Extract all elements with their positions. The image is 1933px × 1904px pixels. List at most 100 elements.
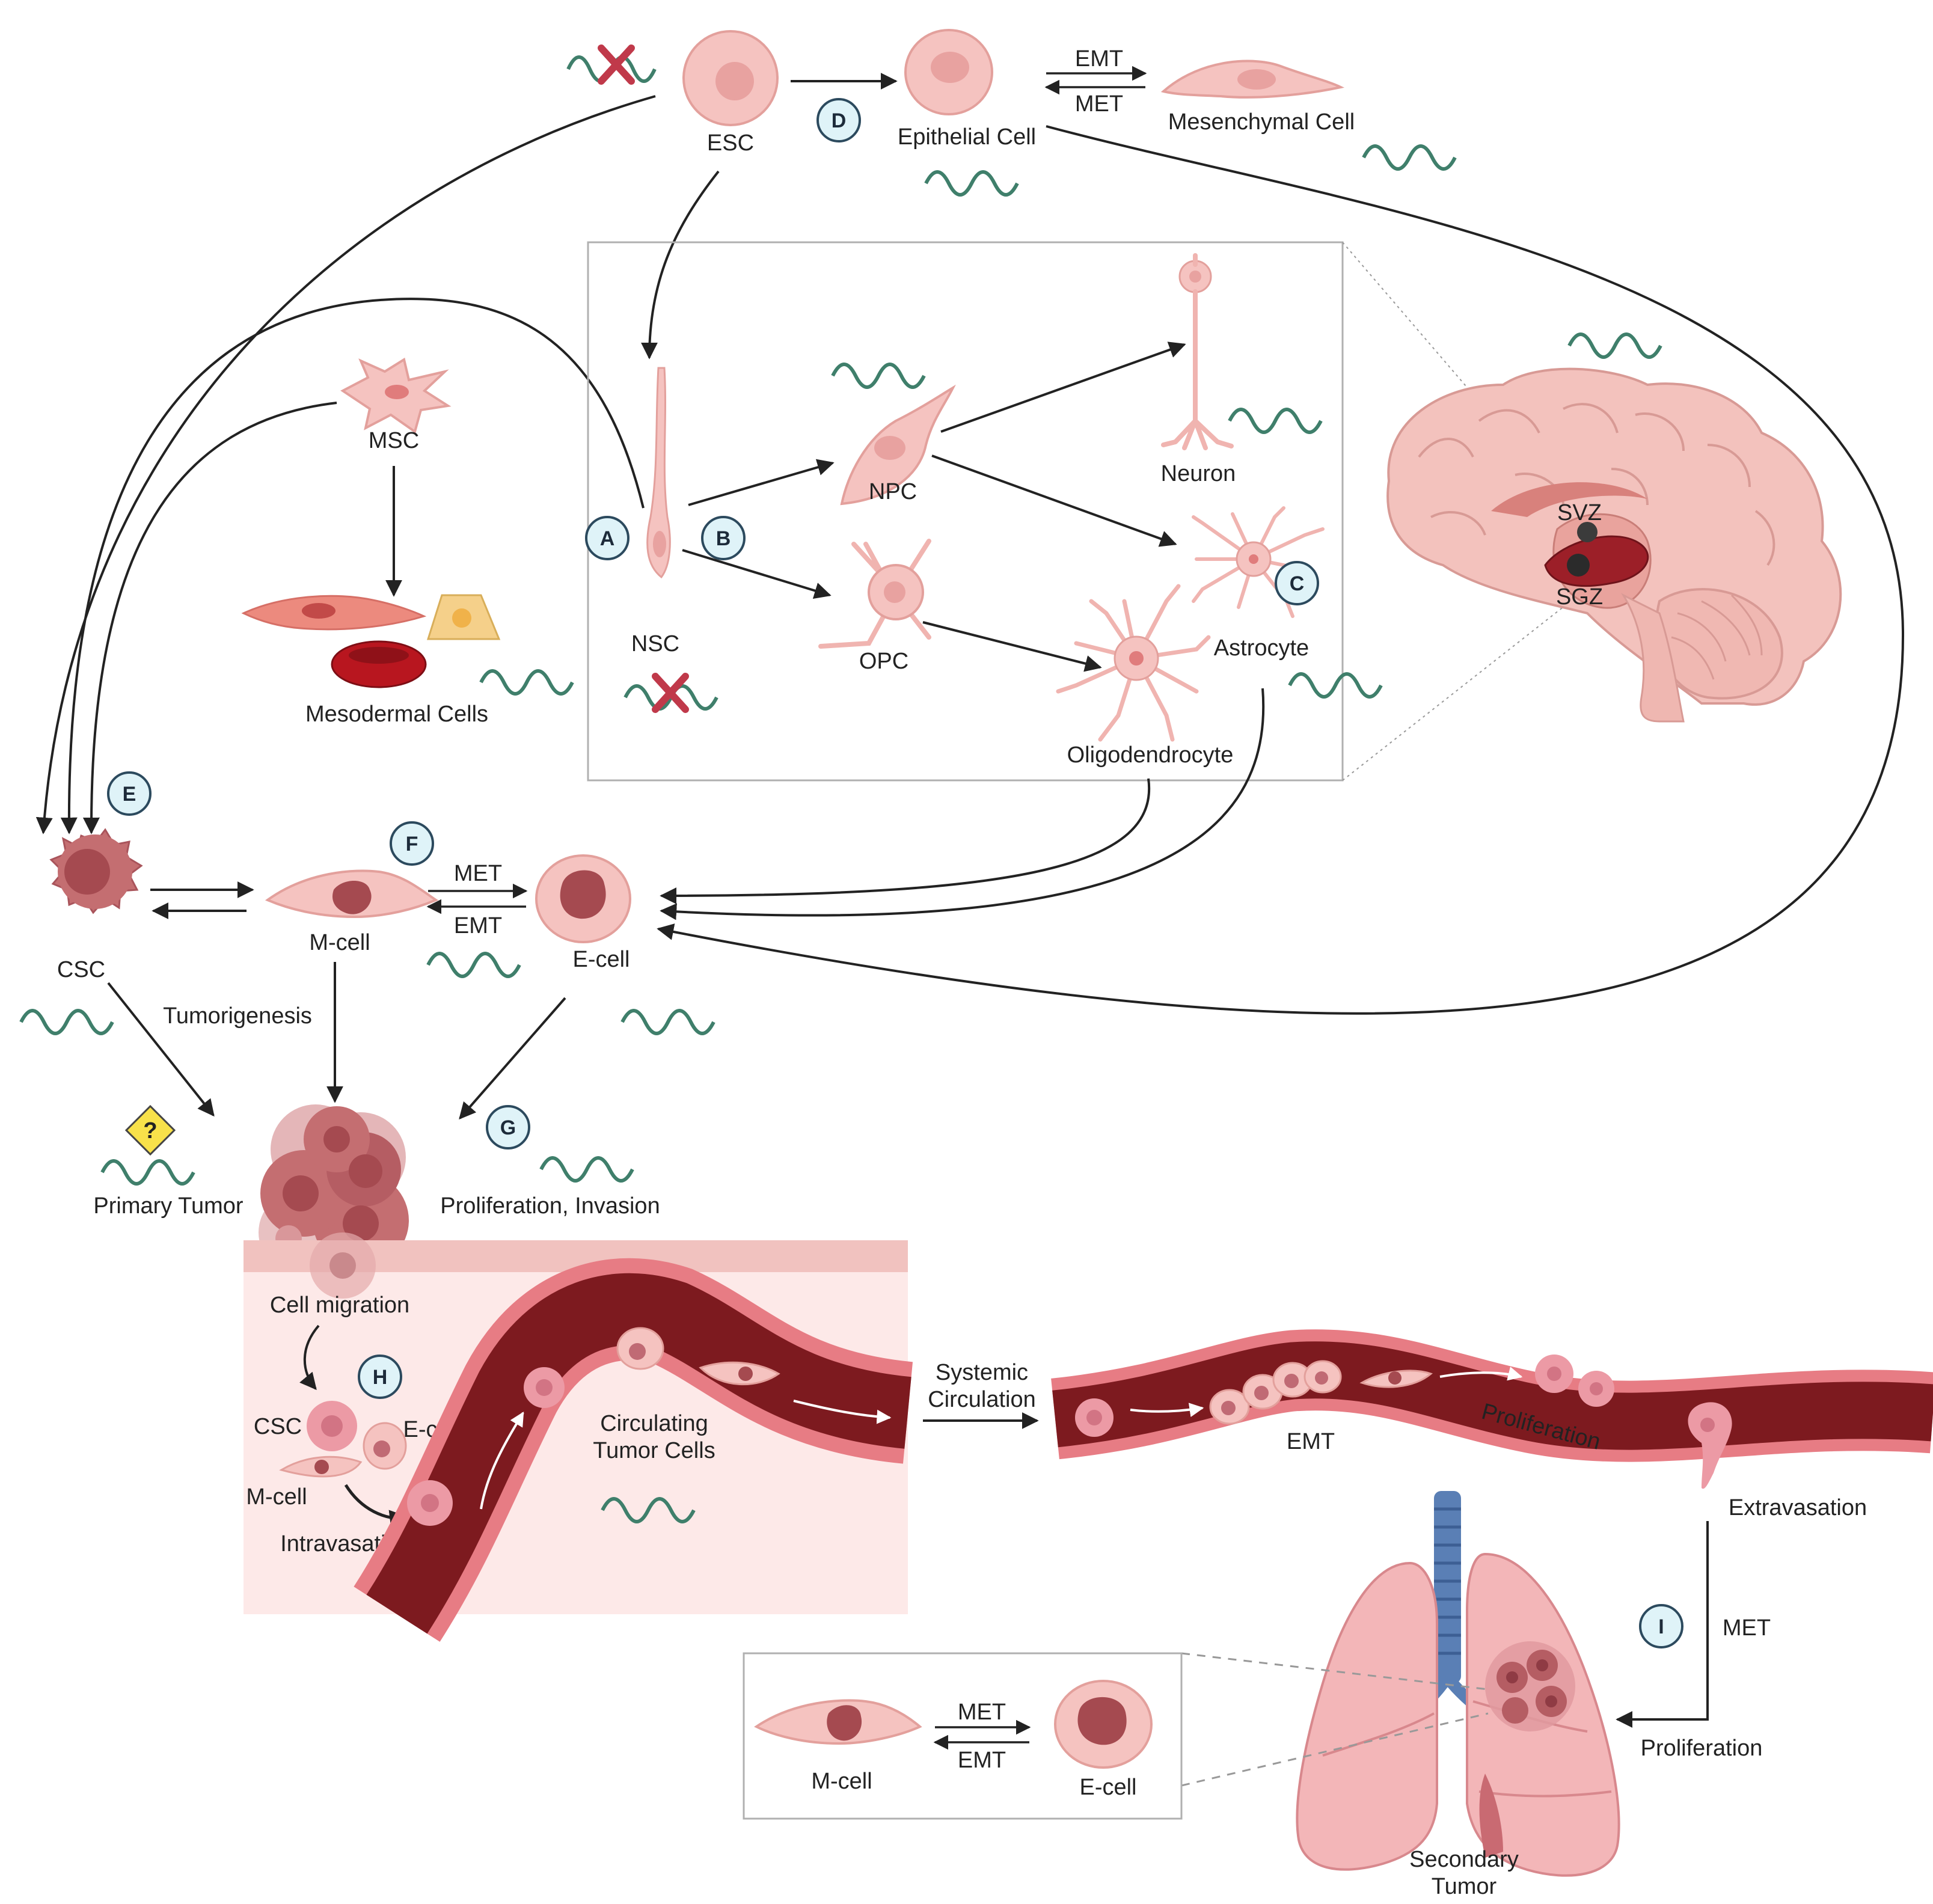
inset-zoom-line-bottom [1181, 1712, 1489, 1787]
h-csc-label: CSC [254, 1414, 302, 1439]
arrow-esc-to-csc [35, 95, 656, 834]
secondary-label-1: Secondary [1409, 1847, 1519, 1872]
svg-text:H: H [373, 1366, 388, 1389]
arrow-epithelial-to-ecell [657, 125, 1905, 1015]
esc-group: ESC [566, 30, 779, 156]
wave-csc [19, 1009, 114, 1035]
arrow-oligo-to-ecell [660, 778, 1151, 904]
mcell-group: M-cell [265, 869, 521, 978]
svg-text:I: I [1658, 1615, 1664, 1638]
arrow-msc-to-csc [82, 402, 337, 834]
extravasating-cell [1688, 1402, 1732, 1489]
systemic-label-1: Systemic [936, 1360, 1028, 1385]
warning-icon [124, 1104, 176, 1156]
proliferation-lung-label: Proliferation [1641, 1736, 1763, 1761]
mesodermal-label: Mesodermal Cells [305, 702, 488, 727]
badge-g: G [486, 1105, 530, 1149]
systemic-label-2: Circulation [928, 1387, 1036, 1412]
arrow-esc-to-nsc [641, 170, 720, 360]
brain-illustration: SVZ SGZ [1386, 332, 1842, 723]
tissue-panel: Cell migration H CSC E-cell M-cell Intra… [244, 1232, 913, 1642]
wave-npc [831, 363, 926, 389]
met-f-label: MET [454, 861, 502, 886]
wave-ecell [620, 1009, 715, 1035]
sgz-label: SGZ [1556, 584, 1603, 610]
arrow-nsc-to-csc [60, 298, 645, 834]
arrow-npc-neuron [940, 341, 1186, 433]
arrow-npc-astrocyte [931, 455, 1177, 547]
secondary-label-2: Tumor [1432, 1874, 1497, 1899]
cell-migration-label: Cell migration [270, 1293, 409, 1318]
emt-vessel-label: EMT [1287, 1429, 1335, 1454]
svg-text:A: A [600, 527, 615, 550]
astrocyte-label: Astrocyte [1214, 635, 1309, 661]
ctc-label-2: Tumor Cells [593, 1438, 715, 1463]
oligodendrocyte-group: Oligodendrocyte [1056, 584, 1233, 768]
wave-epithelial [924, 170, 1019, 197]
svg-text:D: D [832, 109, 847, 132]
astrocyte-group: Astrocyte [1192, 506, 1383, 699]
muscle-nucleus [302, 603, 335, 619]
met-emt-f: MET EMT [426, 861, 528, 938]
oligo-processes [1056, 584, 1211, 742]
badge-c: C [1275, 561, 1319, 605]
npc-label: NPC [869, 479, 917, 504]
prolif-invasion-label: Proliferation, Invasion [440, 1193, 660, 1219]
rbc-center [349, 647, 409, 664]
secondary-tumor-mass [1485, 1641, 1575, 1731]
svg-text:G: G [500, 1116, 516, 1139]
neuron-label: Neuron [1161, 461, 1236, 486]
wave-ctc [601, 1497, 696, 1523]
msc-nucleus [385, 385, 409, 399]
neuron-nucleus [1189, 271, 1201, 283]
wave-brain [1567, 332, 1662, 359]
neuron-axon [1161, 253, 1234, 450]
csc-nucleus [64, 849, 110, 895]
badge-b: B [701, 516, 746, 560]
primary-tumor-label: Primary Tumor [93, 1193, 243, 1219]
epithelial-nucleus [931, 52, 969, 83]
extravasation-label: Extravasation [1729, 1495, 1867, 1520]
svg-text:E: E [123, 783, 136, 806]
vessel-flow-arrow-1 [480, 1411, 524, 1510]
wave-g [539, 1156, 634, 1183]
epithelial-group: Epithelial Cell [898, 29, 1036, 197]
mesenchymal-nucleus [1237, 69, 1276, 90]
brain-ventricle [1491, 482, 1647, 517]
ecell-label: E-cell [572, 947, 630, 972]
arrow-nsc-npc [688, 459, 835, 506]
arrow-cell-migration [299, 1324, 320, 1391]
met-i-label: MET [1723, 1615, 1771, 1641]
opc-nucleus [884, 581, 905, 603]
svg-text:B: B [716, 527, 731, 550]
badge-h: H [358, 1355, 402, 1399]
systemic-vessel [1051, 1329, 1933, 1489]
emt-top-label: EMT [1075, 46, 1123, 72]
inset-ecell-label: E-cell [1079, 1775, 1136, 1800]
cross-icon [598, 44, 635, 85]
tumorigenesis-label: Tumorigenesis [163, 1003, 312, 1029]
arrow-extravasation-lung [1616, 1521, 1709, 1728]
badge-d: D [816, 98, 861, 142]
inset-mcell-label: M-cell [811, 1769, 872, 1794]
brain-cerebellum-folds [1671, 594, 1763, 680]
inset-mcell-nucleus [827, 1705, 862, 1741]
inset-emt-label: EMT [958, 1748, 1006, 1773]
svg-text:F: F [406, 833, 418, 856]
lungs-illustration: Secondary Tumor [1296, 1491, 1620, 1899]
msc-label: MSC [369, 428, 419, 453]
arrow-opc-oligo [922, 621, 1102, 672]
question-icon: ? [143, 1118, 157, 1143]
nsc-nucleus [653, 531, 666, 557]
nsc-group: NSC [623, 367, 718, 713]
badge-e: E [107, 771, 152, 816]
vessel-lumen-systemic [1052, 1341, 1933, 1450]
ecell-group: E-cell [535, 854, 715, 1035]
emt-f-label: EMT [454, 913, 502, 938]
cross-icon-nsc [652, 673, 689, 713]
systemic-flow-arrow-1 [1130, 1403, 1204, 1418]
inset-ecell-nucleus [1077, 1697, 1127, 1745]
epithelial-label: Epithelial Cell [898, 124, 1036, 150]
mesodermal-group: Mesodermal Cells [241, 594, 574, 727]
